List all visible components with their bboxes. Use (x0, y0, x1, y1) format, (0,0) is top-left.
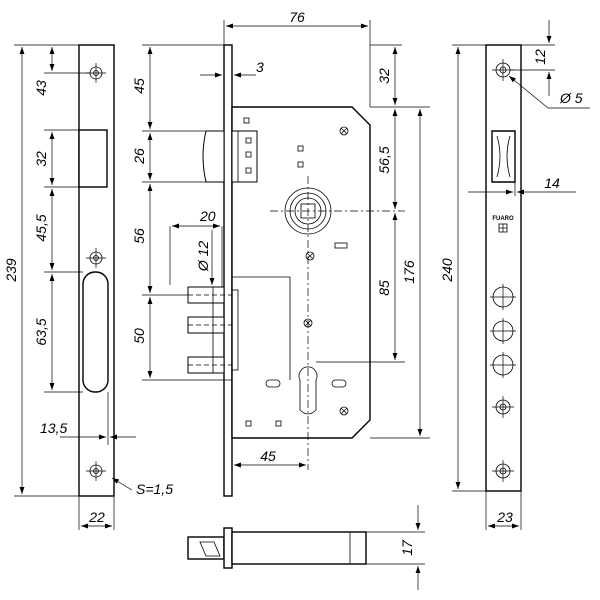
dimension-label: 20 (199, 208, 216, 224)
screw-hole-icon (86, 248, 106, 268)
lock-bottom-view: 17 (187, 505, 425, 590)
thickness-label: S=1,5 (136, 481, 173, 497)
dimension-label: 3 (256, 59, 264, 75)
dimension-label: 23 (496, 509, 513, 525)
dimension-label: 14 (544, 175, 560, 191)
dimension-label: 32 (376, 68, 392, 84)
screw-hole-icon (86, 63, 106, 83)
dimension-label: 13,5 (40, 420, 67, 436)
faceplate-rear-view: FUARO (439, 20, 590, 530)
cylinder-hole-icon (490, 284, 516, 310)
dimension-label: 50 (131, 328, 147, 344)
cylinder-hole-icon (298, 366, 318, 415)
cylinder-hole-icon (490, 318, 516, 344)
rivet-icon (339, 126, 349, 136)
dimension-label: 239 (3, 258, 19, 283)
diameter-label: Ø 12 (195, 241, 211, 273)
screw-hole-icon (86, 461, 106, 481)
screw-hole-icon (492, 460, 514, 482)
dimension-label: 56 (131, 228, 147, 244)
dimension-label: 12 (532, 49, 548, 65)
dimension-label: 85 (376, 280, 392, 296)
brand-logo-text: FUARO (492, 216, 514, 222)
screw-hole-icon (492, 396, 514, 418)
faceplate-front-view: 239 43 32 45,5 63,5 13,5 22 S=1,5 (3, 44, 173, 530)
rivet-icon (303, 318, 313, 328)
dimension-label: 45 (131, 78, 147, 94)
dimension-label: 17 (399, 539, 415, 556)
dimension-label: 176 (401, 260, 417, 284)
dimension-label: 56,5 (376, 146, 392, 173)
dimension-label: 26 (131, 148, 147, 165)
dimension-label: 45,5 (33, 214, 49, 241)
rivet-icon (339, 406, 349, 416)
dimension-label: 22 (88, 509, 105, 525)
diameter-label: Ø 5 (559, 90, 583, 106)
dimension-label: 45 (260, 448, 276, 464)
dimension-label: 32 (33, 151, 49, 167)
dimension-label: 63,5 (33, 318, 49, 345)
cylinder-hole-icon (490, 352, 516, 378)
dimension-label: 240 (439, 258, 455, 283)
lock-body-side-view: 76 3 45 26 20 56 Ø 12 50 32 56,5 85 176 … (131, 9, 430, 497)
dimension-label: 43 (33, 80, 49, 96)
rivet-icon (305, 251, 315, 261)
dimension-label: 76 (289, 9, 305, 25)
